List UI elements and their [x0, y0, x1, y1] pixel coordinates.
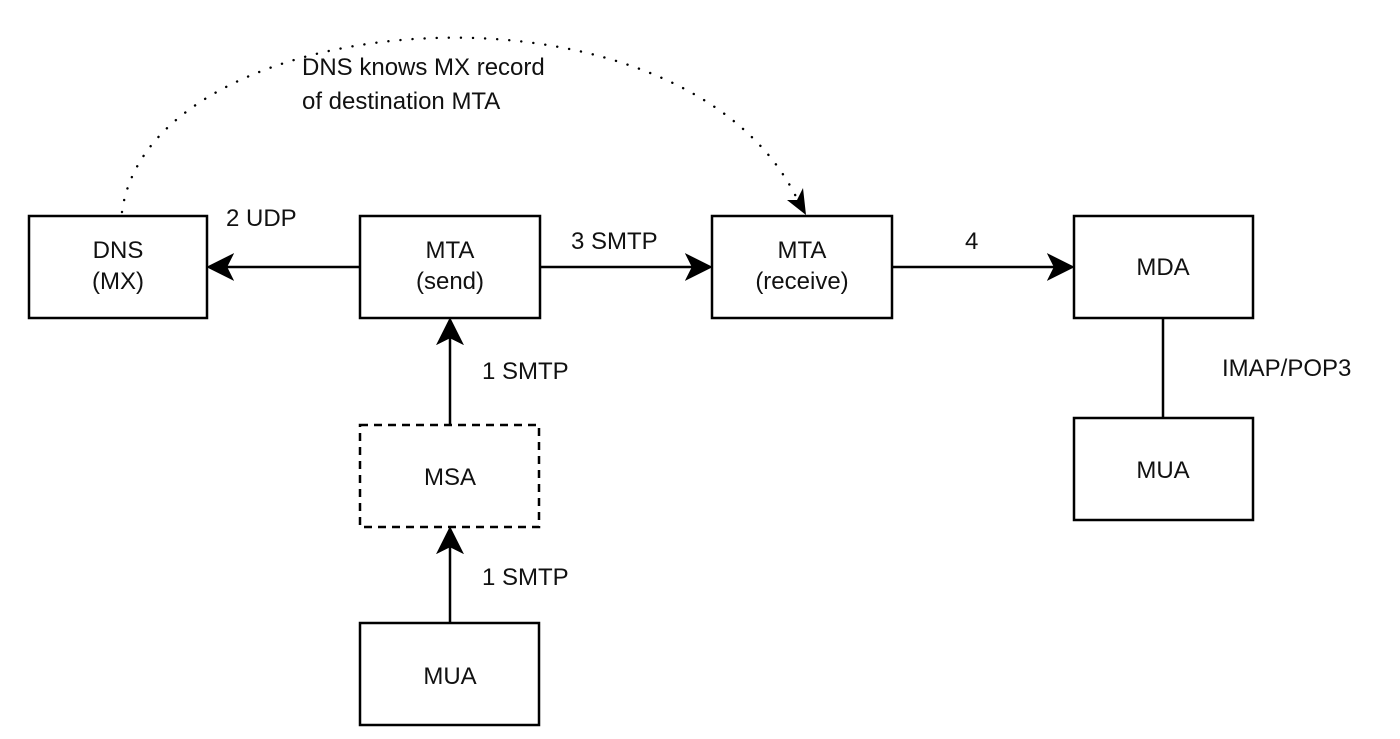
- node-dns-line-1: DNS: [93, 237, 144, 264]
- edge-label-1-smtp-lower: 1 SMTP: [482, 564, 569, 591]
- node-mta-send[interactable]: MTA (send): [358, 214, 542, 320]
- node-mta-receive-line-2: (receive): [755, 268, 848, 295]
- node-mta-receive[interactable]: MTA (receive): [710, 214, 894, 320]
- node-mta-send-line-2: (send): [416, 268, 484, 295]
- edge-label-4: 4: [965, 228, 978, 255]
- node-mua-recipient[interactable]: MUA: [1072, 416, 1255, 522]
- node-mta-send-line-1: MTA: [426, 237, 475, 264]
- edge-dns-to-mta-receive-arrowhead: [787, 188, 806, 215]
- node-mua-sender-label: MUA: [423, 663, 476, 690]
- node-mda-label: MDA: [1136, 254, 1189, 281]
- node-mda[interactable]: MDA: [1072, 214, 1255, 320]
- edge-label-imap-pop3: IMAP/POP3: [1222, 355, 1351, 382]
- edge-label-3-smtp: 3 SMTP: [571, 228, 658, 255]
- edge-label-1-smtp-upper: 1 SMTP: [482, 358, 569, 385]
- node-dns[interactable]: DNS (MX): [27, 214, 209, 320]
- node-mua-sender[interactable]: MUA: [358, 621, 541, 727]
- annotation-line-2: of destination MTA: [302, 88, 500, 115]
- node-dns-line-2: (MX): [92, 268, 144, 295]
- edge-label-2-udp: 2 UDP: [226, 205, 297, 232]
- annotation-line-1: DNS knows MX record: [302, 54, 545, 81]
- node-msa-label: MSA: [424, 464, 476, 491]
- node-msa[interactable]: MSA: [358, 423, 541, 529]
- node-mua-recipient-label: MUA: [1136, 457, 1189, 484]
- node-mta-receive-line-1: MTA: [778, 237, 827, 264]
